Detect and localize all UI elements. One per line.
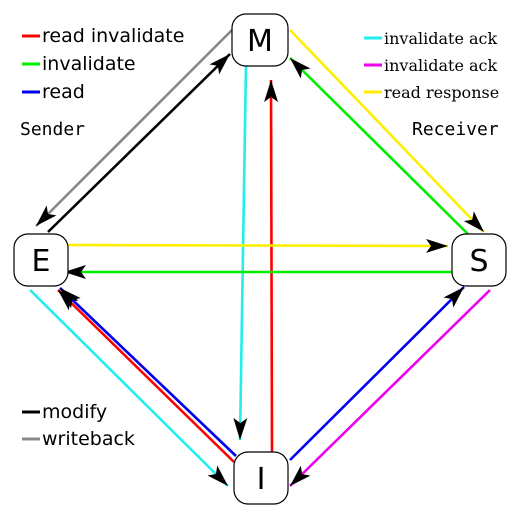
state-m: M [231,13,289,67]
transition-i-to-m [264,79,279,453]
receiver-heading: Receiver [412,119,499,140]
state-label: M [247,24,273,59]
state-label: I [257,462,266,497]
legend-item: writeback [22,428,135,450]
transition-m-to-i [233,63,248,441]
legend-item: read invalidate [22,25,184,47]
legend-label: modify [42,401,107,423]
transition-i-to-s [289,286,465,461]
state-s: S [451,233,507,287]
legend-label: invalidate ack [384,29,498,48]
legend-label: read invalidate [42,25,184,47]
state-label: E [32,244,51,279]
state-box [13,233,69,287]
state-box [233,451,289,505]
transition-i-to-e [57,289,235,463]
legend-item: invalidate [22,53,136,75]
transition-edges [29,29,491,487]
legend-item: invalidate ack [364,56,498,75]
state-i: I [233,451,289,505]
state-box [231,13,289,67]
state-label: S [469,244,488,279]
legend-label: read response [384,83,499,102]
transition-i-to-e [59,287,237,457]
transition-s-to-i [289,289,491,487]
legend-item: read [22,81,85,103]
transition-m-to-s [289,29,485,233]
legend: read invalidate invalidate read modify write… [20,25,499,450]
transition-e-to-i [29,289,229,487]
transition-s-to-m [289,57,475,241]
legend-item: modify [22,401,107,423]
transition-m-to-e [35,29,233,227]
sender-heading: Sender [20,119,85,140]
legend-item: invalidate ack [364,29,498,48]
state-nodes: M E S I [13,13,507,505]
transition-e-to-s [63,238,449,253]
state-e: E [13,233,69,287]
state-box [451,233,507,287]
legend-label: read [42,81,85,103]
legend-item: read response [364,83,499,102]
legend-label: invalidate ack [384,56,498,75]
legend-label: writeback [42,428,135,450]
transition-e-to-m [47,53,231,233]
legend-label: invalidate [42,53,136,75]
